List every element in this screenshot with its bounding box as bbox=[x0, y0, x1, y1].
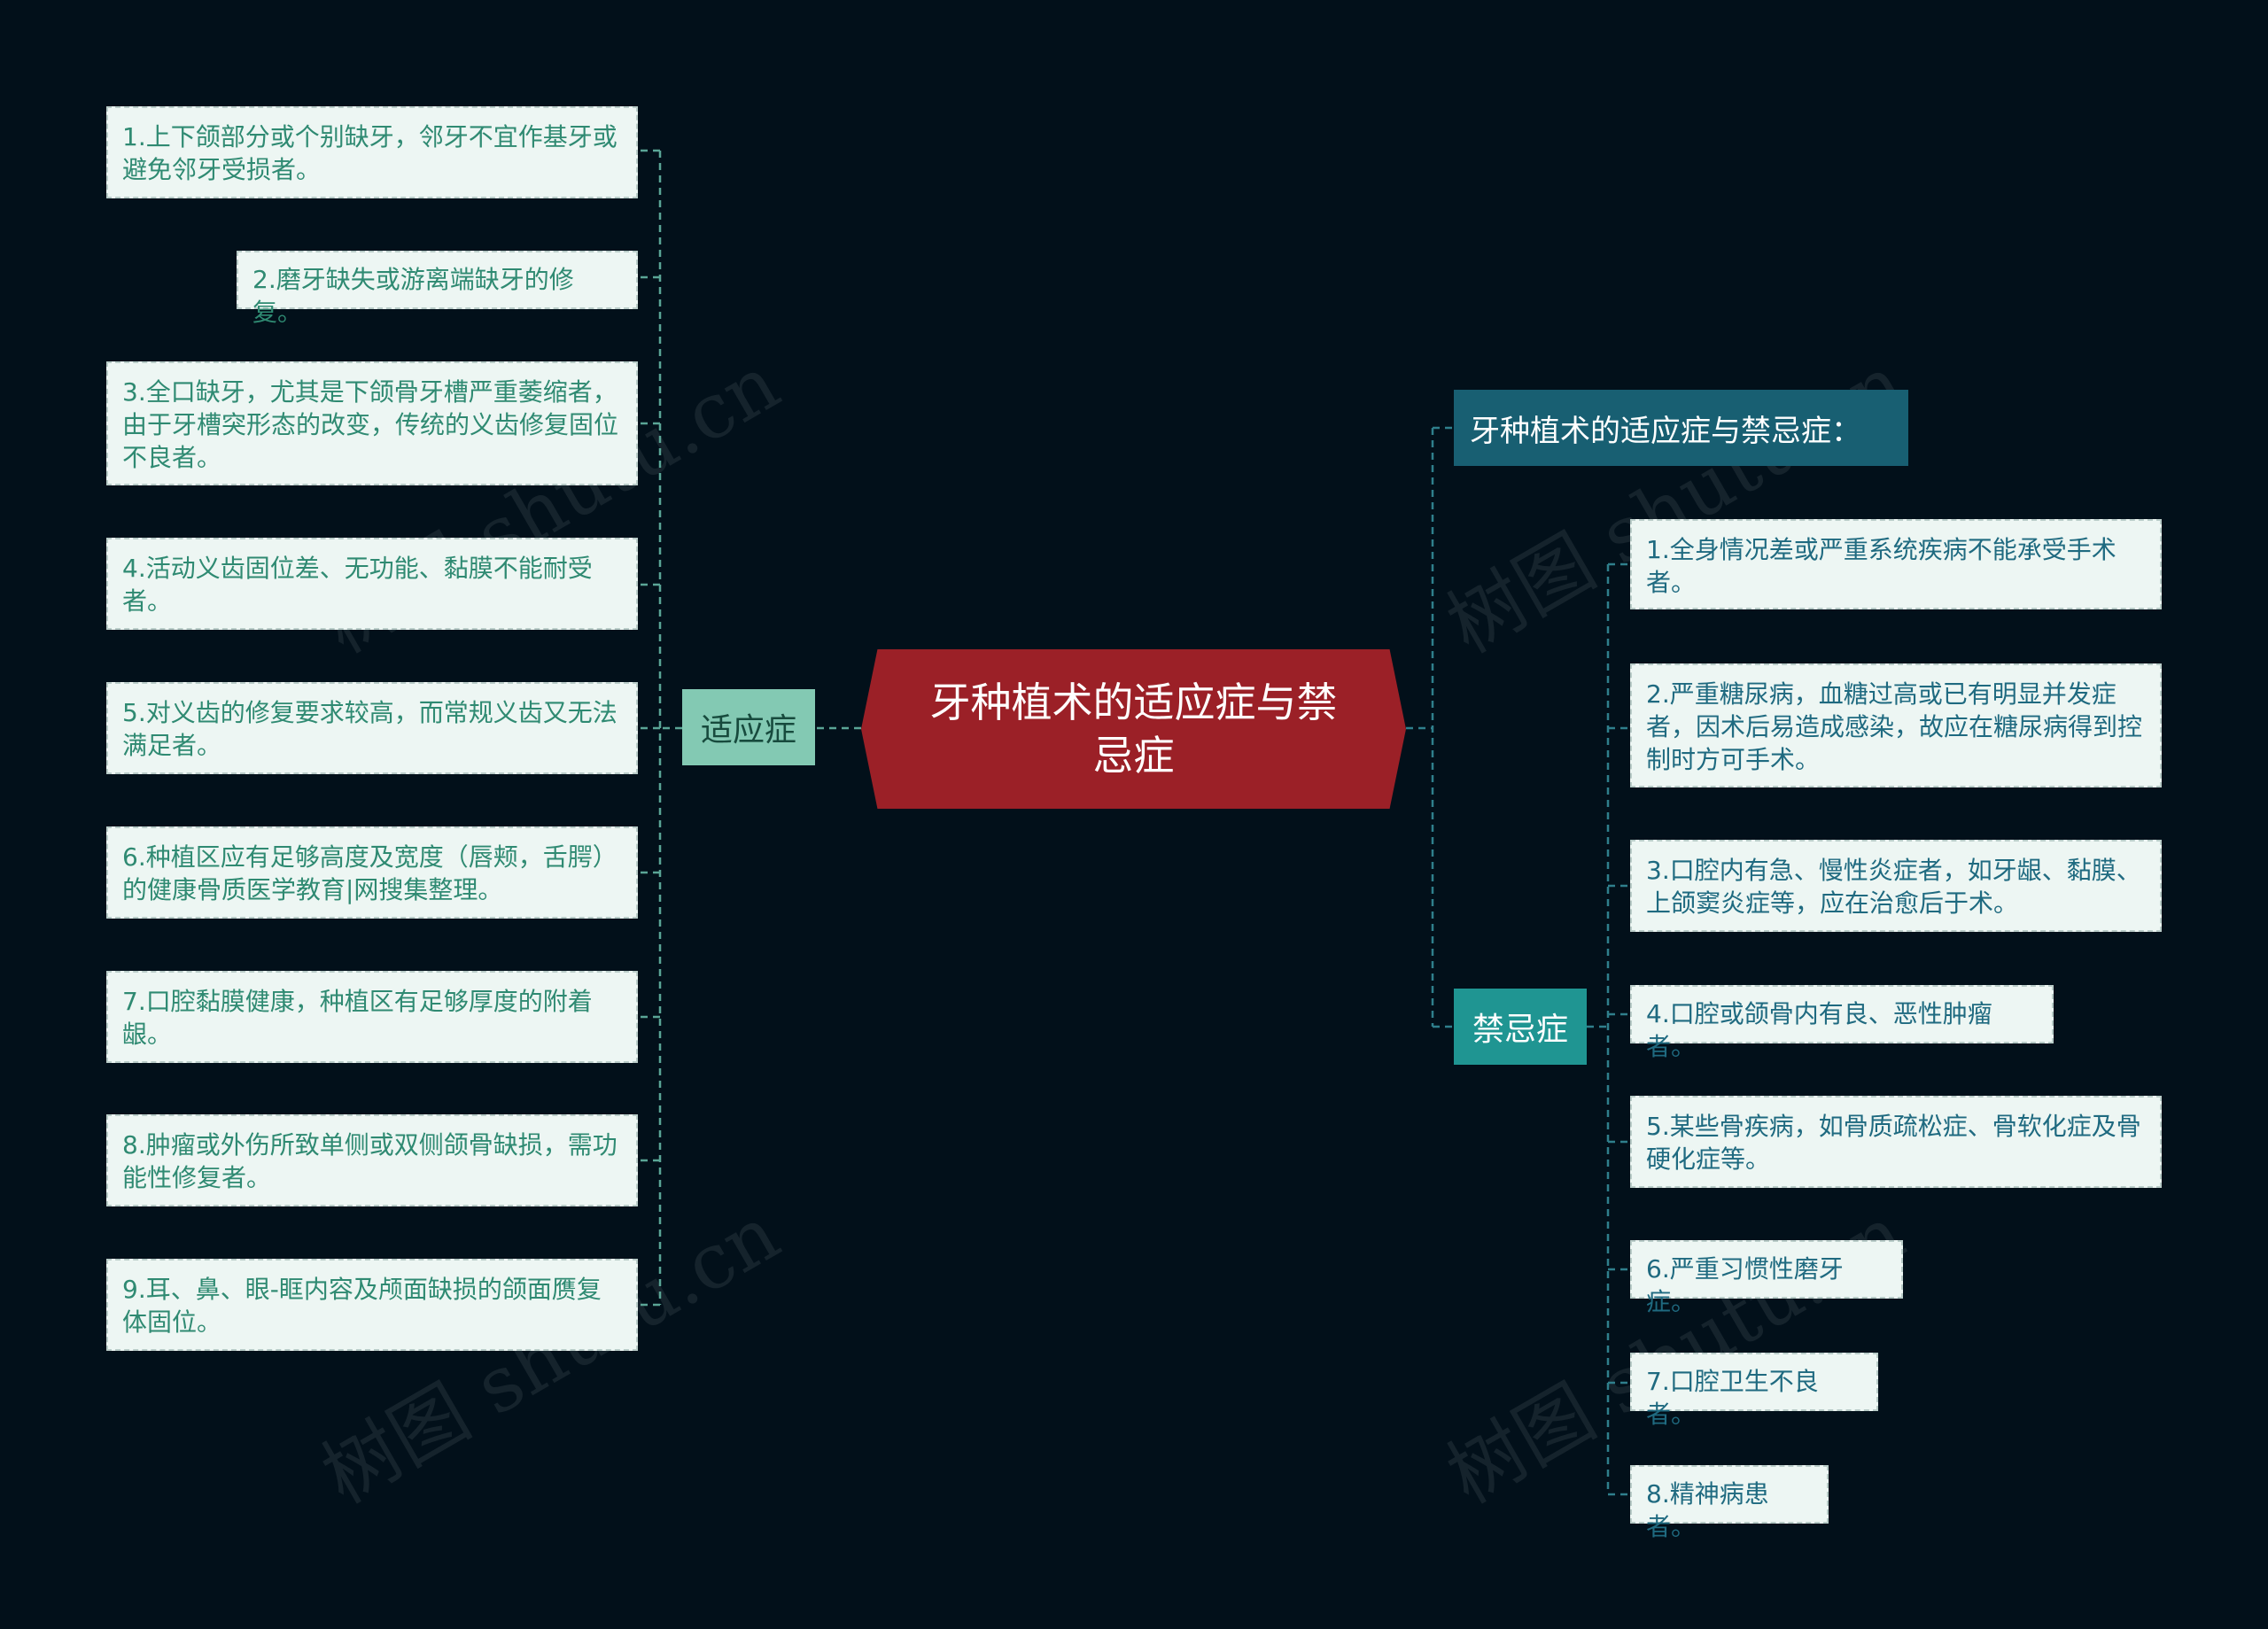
indication-item-3[interactable]: 3.全口缺牙，尤其是下颌骨牙槽严重萎缩者，由于牙槽突形态的改变，传统的义齿修复固… bbox=[106, 361, 638, 485]
indication-item-text: 9.耳、鼻、眼-眶内容及颅面缺损的颌面赝复体固位。 bbox=[122, 1275, 602, 1337]
indication-item-text: 1.上下颌部分或个别缺牙，邻牙不宜作基牙或避免邻牙受损者。 bbox=[122, 122, 617, 184]
contraindication-item-6[interactable]: 6.严重习惯性磨牙症。 bbox=[1630, 1240, 1903, 1316]
branch-title-note-label: 牙种植术的适应症与禁忌症： bbox=[1470, 413, 1861, 449]
branch-title-note[interactable]: 牙种植术的适应症与禁忌症： bbox=[1454, 390, 1908, 466]
indication-item-text: 8.肿瘤或外伤所致单侧或双侧颌骨缺损，需功能性修复者。 bbox=[122, 1130, 617, 1192]
indication-item-text: 5.对义齿的修复要求较高，而常规义齿又无法满足者。 bbox=[122, 698, 617, 760]
branch-indications[interactable]: 适应症 bbox=[682, 689, 815, 765]
contraindication-item-text: 4.口腔或颌骨内有良、恶性肿瘤者。 bbox=[1646, 999, 1992, 1061]
contraindication-item-text: 6.严重习惯性磨牙症。 bbox=[1646, 1254, 1844, 1316]
connector-contra-trunk bbox=[1587, 564, 1610, 1494]
contraindication-item-7[interactable]: 7.口腔卫生不良者。 bbox=[1630, 1353, 1878, 1429]
branch-contraindications-label: 禁忌症 bbox=[1472, 1012, 1568, 1048]
branch-indications-label: 适应症 bbox=[700, 712, 796, 749]
indication-item-4[interactable]: 4.活动义齿固位差、无功能、黏膜不能耐受者。 bbox=[106, 538, 638, 630]
contraindication-item-text: 7.口腔卫生不良者。 bbox=[1646, 1367, 1819, 1429]
indication-item-2[interactable]: 2.磨牙缺失或游离端缺牙的修复。 bbox=[237, 251, 638, 327]
indication-item-text: 7.口腔黏膜健康，种植区有足够厚度的附着龈。 bbox=[122, 987, 593, 1049]
branch-contraindications[interactable]: 禁忌症 bbox=[1454, 989, 1587, 1065]
indication-item-text: 2.磨牙缺失或游离端缺牙的修复。 bbox=[252, 265, 574, 327]
indication-item-text: 6.种植区应有足够高度及宽度（唇颊，舌腭）的健康骨质医学教育|网搜集整理。 bbox=[122, 842, 617, 904]
root-node[interactable]: 牙种植术的适应症与禁忌症 bbox=[861, 649, 1406, 809]
contraindication-item-3[interactable]: 3.口腔内有急、慢性炎症者，如牙龈、黏膜、上颌窦炎症等，应在治愈后于术。 bbox=[1630, 840, 2162, 932]
indication-item-8[interactable]: 8.肿瘤或外伤所致单侧或双侧颌骨缺损，需功能性修复者。 bbox=[106, 1114, 638, 1206]
indication-item-text: 3.全口缺牙，尤其是下颌骨牙槽严重萎缩者，由于牙槽突形态的改变，传统的义齿修复固… bbox=[122, 377, 619, 472]
contraindication-item-text: 1.全身情况差或严重系统疾病不能承受手术者。 bbox=[1646, 535, 2117, 597]
indication-item-7[interactable]: 7.口腔黏膜健康，种植区有足够厚度的附着龈。 bbox=[106, 971, 638, 1063]
contraindication-item-4[interactable]: 4.口腔或颌骨内有良、恶性肿瘤者。 bbox=[1630, 985, 2054, 1061]
contraindication-item-text: 8.精神病患者。 bbox=[1646, 1479, 1769, 1541]
indication-item-1[interactable]: 1.上下颌部分或个别缺牙，邻牙不宜作基牙或避免邻牙受损者。 bbox=[106, 106, 638, 198]
connector-root-right bbox=[1406, 428, 1434, 1027]
indication-item-6[interactable]: 6.种植区应有足够高度及宽度（唇颊，舌腭）的健康骨质医学教育|网搜集整理。 bbox=[106, 826, 638, 919]
contraindication-item-1[interactable]: 1.全身情况差或严重系统疾病不能承受手术者。 bbox=[1630, 519, 2162, 609]
contraindication-item-text: 3.口腔内有急、慢性炎症者，如牙龈、黏膜、上颌窦炎症等，应在治愈后于术。 bbox=[1646, 856, 2141, 918]
contraindication-item-8[interactable]: 8.精神病患者。 bbox=[1630, 1465, 1829, 1541]
contraindication-item-text: 2.严重糖尿病，血糖过高或已有明显并发症者，因术后易造成感染，故应在糖尿病得到控… bbox=[1646, 679, 2143, 774]
contraindication-item-2[interactable]: 2.严重糖尿病，血糖过高或已有明显并发症者，因术后易造成感染，故应在糖尿病得到控… bbox=[1630, 663, 2162, 787]
connector-indications-trunk bbox=[658, 151, 682, 1305]
root-label: 牙种植术的适应症与禁忌症 bbox=[929, 679, 1338, 780]
contraindication-item-text: 5.某些骨疾病，如骨质疏松症、骨软化症及骨硬化症等。 bbox=[1646, 1112, 2141, 1174]
indication-item-text: 4.活动义齿固位差、无功能、黏膜不能耐受者。 bbox=[122, 554, 593, 616]
indication-item-9[interactable]: 9.耳、鼻、眼-眶内容及颅面缺损的颌面赝复体固位。 bbox=[106, 1259, 638, 1351]
indication-item-5[interactable]: 5.对义齿的修复要求较高，而常规义齿又无法满足者。 bbox=[106, 682, 638, 774]
contraindication-item-5[interactable]: 5.某些骨疾病，如骨质疏松症、骨软化症及骨硬化症等。 bbox=[1630, 1096, 2162, 1188]
